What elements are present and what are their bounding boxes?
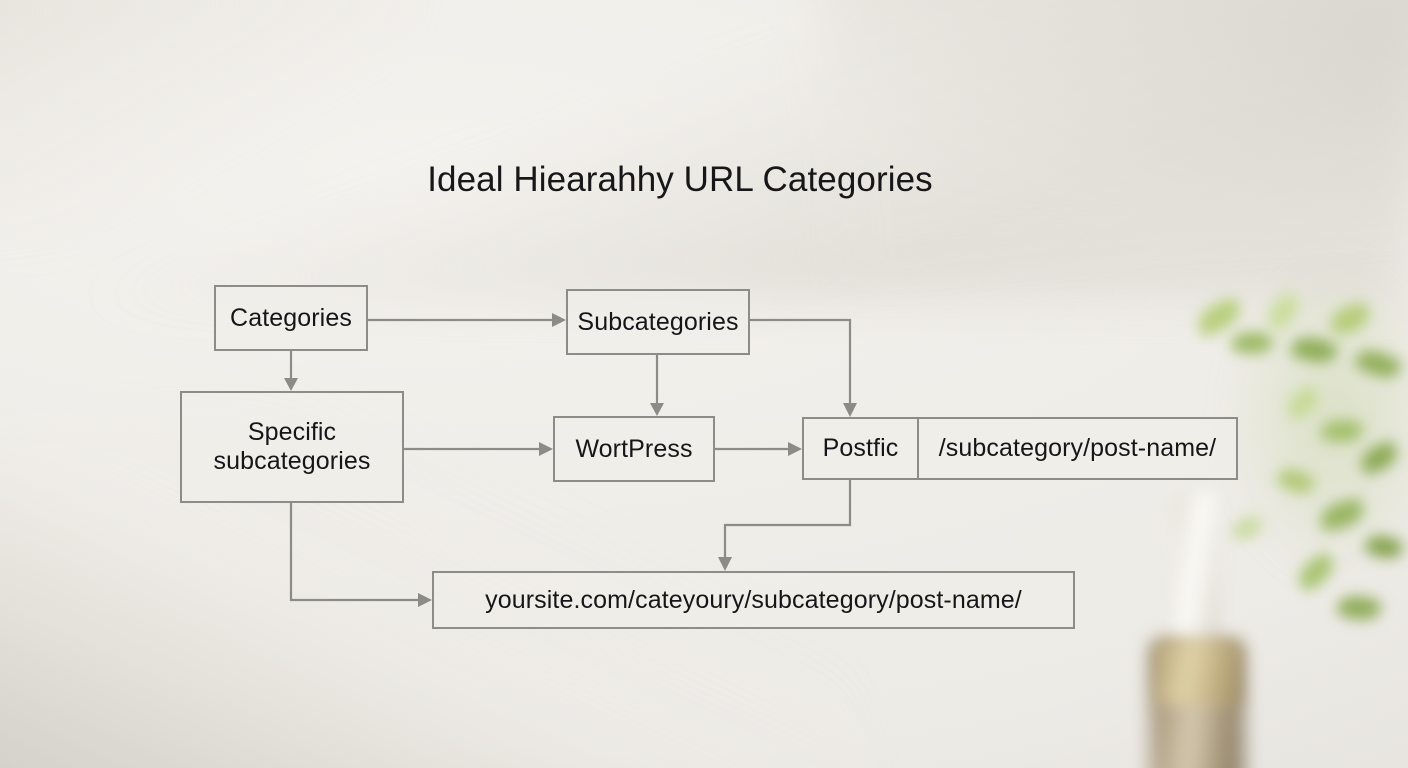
- bottle-cap: [1156, 641, 1240, 705]
- background-corner-shadow: [0, 0, 400, 220]
- node-postfic-label: Postfic: [822, 434, 899, 462]
- node-specific-subcategories-line1: Specific: [247, 418, 337, 446]
- node-categories[interactable]: Categories: [214, 285, 368, 351]
- node-subcategories-label: Subcategories: [577, 307, 739, 336]
- node-postfic-permalink-cell[interactable]: /subcategory/post-name/: [919, 419, 1236, 478]
- node-full-url[interactable]: yoursite.com/cateyoury/subcategory/post-…: [432, 571, 1075, 629]
- node-specific-subcategories-label: Specific subcategories: [214, 418, 371, 476]
- node-full-url-label: yoursite.com/cateyoury/subcategory/post-…: [485, 585, 1022, 614]
- bottle-neck: [1174, 492, 1220, 660]
- node-categories-label: Categories: [230, 303, 352, 332]
- node-postfic[interactable]: Postfic /subcategory/post-name/: [802, 417, 1238, 480]
- node-postfic-label-cell[interactable]: Postfic: [804, 419, 919, 478]
- page-title: Ideal Hiearahhy URL Categories: [427, 160, 933, 199]
- node-subcategories[interactable]: Subcategories: [566, 289, 750, 355]
- node-postfic-permalink: /subcategory/post-name/: [938, 434, 1217, 462]
- node-specific-subcategories[interactable]: Specific subcategories: [180, 391, 404, 503]
- node-wortpress-label: WortPress: [575, 434, 693, 463]
- node-wortpress[interactable]: WortPress: [553, 416, 715, 482]
- node-specific-subcategories-line2: subcategories: [213, 447, 371, 475]
